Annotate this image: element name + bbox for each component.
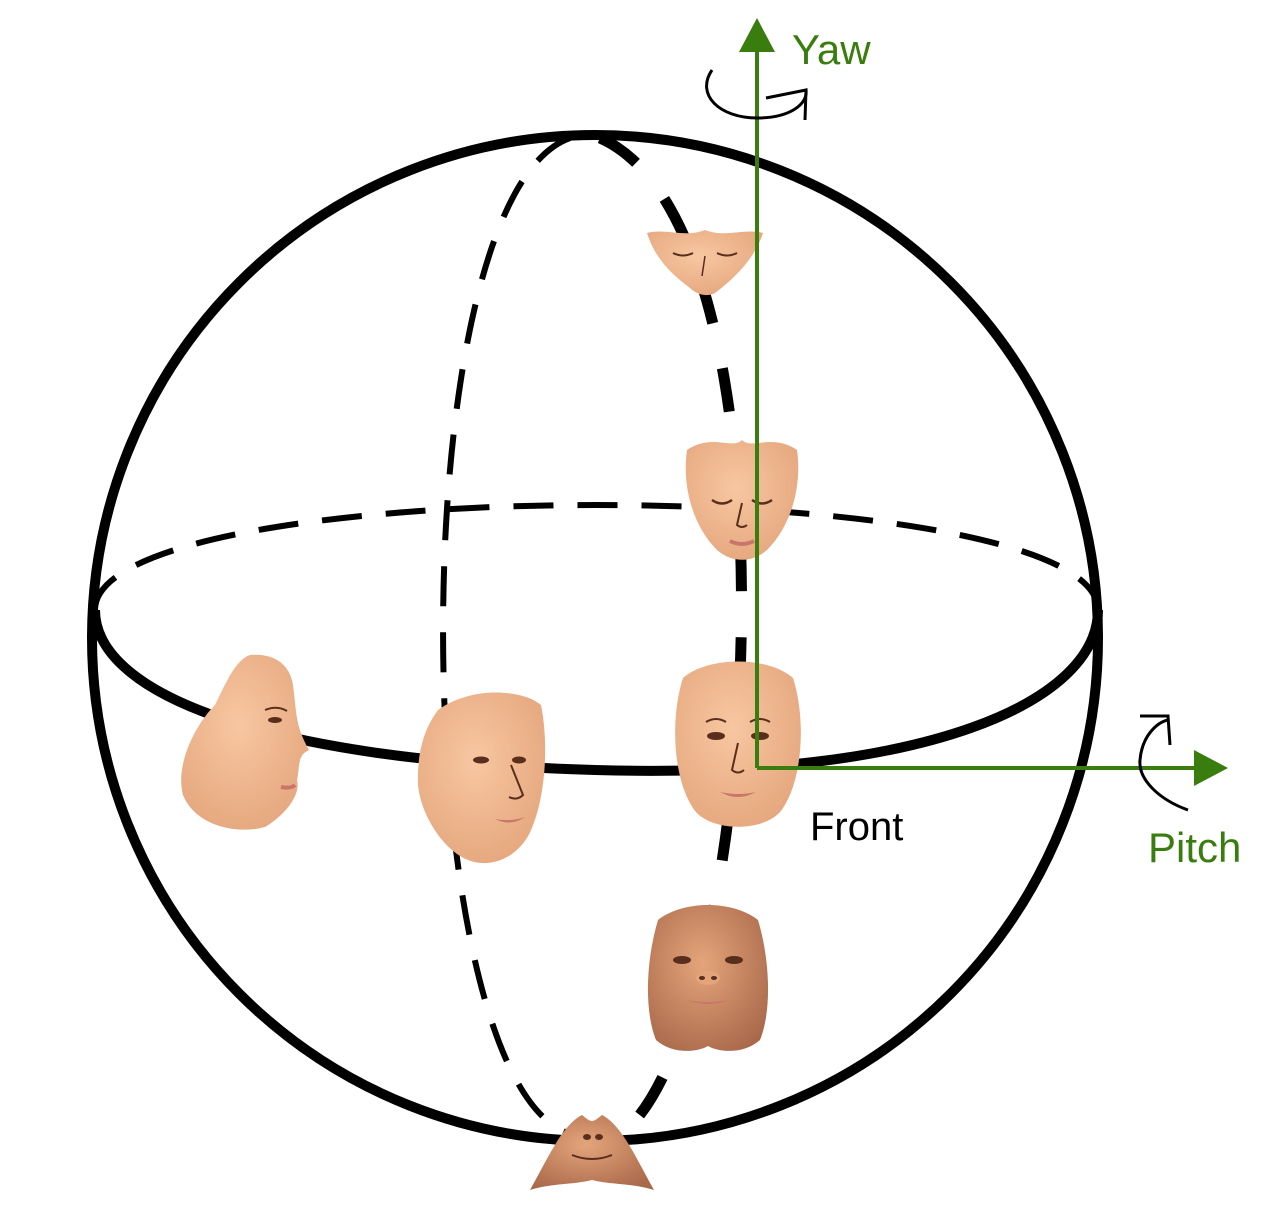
face-bottom-up-view [530,1115,654,1190]
face-looking-up [647,905,769,1051]
pitch-axis-arrowhead [1194,750,1228,786]
face-profile-right [181,654,309,830]
face-three-quarter-right [417,692,546,864]
pitch-rotation-arrow-icon [1138,714,1189,812]
sphere-outline [87,130,1103,1146]
face-top-down-view [647,230,763,296]
yaw-rotation-arrow-icon [705,69,808,121]
equator-back-dashed [92,502,1101,611]
yaw-label: Yaw [792,26,871,73]
face-looking-down [685,440,799,560]
equator-front-solid [90,609,1103,776]
yaw-axis-arrowhead [739,18,775,52]
front-label: Front [810,805,903,849]
meridian-front-dashed [597,132,747,1140]
meridian-back-dashed [440,135,576,1138]
face-front [675,661,801,827]
pitch-label: Pitch [1148,824,1241,871]
